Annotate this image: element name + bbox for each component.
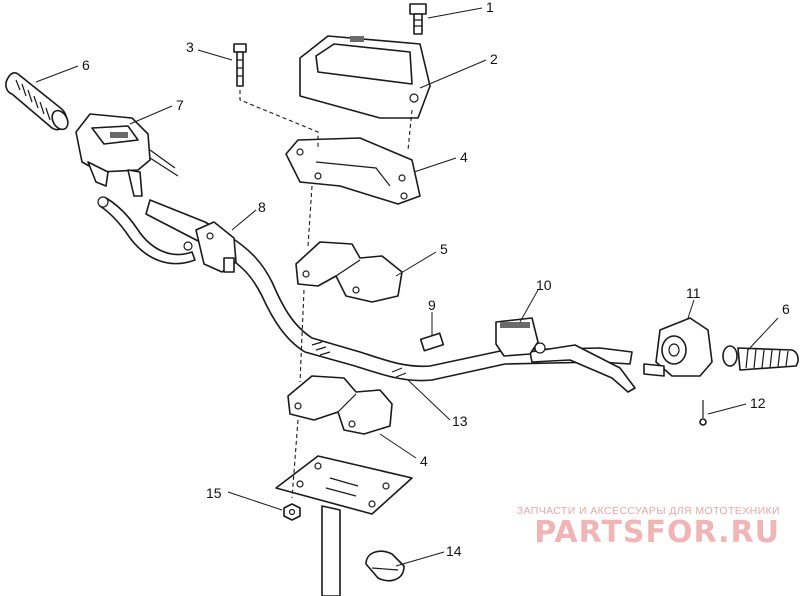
callout-2: 2 <box>490 51 498 67</box>
callout-11: 11 <box>686 285 701 301</box>
lower-clamp <box>287 375 393 435</box>
right-brake-lever <box>529 344 636 393</box>
watermark-tagline: ЗАПЧАСТИ И АКСЕССУАРЫ ДЛЯ МОТОТЕХНИКИ <box>516 504 780 517</box>
callout-6-right: 6 <box>782 301 790 317</box>
left-clamp <box>183 221 237 273</box>
callout-10: 10 <box>536 277 552 293</box>
callout-5: 5 <box>440 241 448 257</box>
upper-clamp <box>295 241 403 303</box>
left-grip <box>5 71 69 131</box>
cable-clip <box>365 550 405 582</box>
callout-4-lower: 4 <box>420 453 428 469</box>
callout-12: 12 <box>750 395 766 411</box>
callout-1: 1 <box>486 0 494 15</box>
small-screw <box>699 400 707 426</box>
steering-post <box>321 505 341 596</box>
throttle-housing <box>643 317 713 377</box>
left-control-housing <box>75 113 179 197</box>
upper-mounting-plate <box>285 137 421 205</box>
callout-14: 14 <box>446 543 462 559</box>
callout-15: 15 <box>206 485 222 501</box>
callout-6-left: 6 <box>82 57 90 73</box>
cover-bolt <box>409 3 427 35</box>
clamp-cover-pad <box>299 35 431 119</box>
left-clutch-lever <box>97 196 196 265</box>
watermark: ЗАПЧАСТИ И АКСЕССУАРЫ ДЛЯ МОТОТЕХНИКИ PA… <box>517 505 780 549</box>
tube-sleeve <box>419 332 445 352</box>
callout-4-upper: 4 <box>460 149 468 165</box>
callout-labels: 1 2 3 4 5 6 7 8 9 10 11 12 13 14 15 4 6 <box>82 0 790 559</box>
leader-lines <box>35 7 779 567</box>
callout-3: 3 <box>186 39 194 55</box>
steering-plate <box>275 455 413 515</box>
right-master-cylinder <box>495 317 546 357</box>
right-grip <box>722 345 799 371</box>
alignment-lines <box>239 90 413 499</box>
clamp-bolt <box>233 43 247 87</box>
callout-9: 9 <box>428 297 436 313</box>
callout-13: 13 <box>452 413 468 429</box>
watermark-logo: PARTSFOR.RU <box>534 514 780 550</box>
handlebar-tube <box>145 199 633 382</box>
callout-8: 8 <box>258 199 266 215</box>
callout-7: 7 <box>176 97 184 113</box>
lock-nut <box>283 503 301 521</box>
